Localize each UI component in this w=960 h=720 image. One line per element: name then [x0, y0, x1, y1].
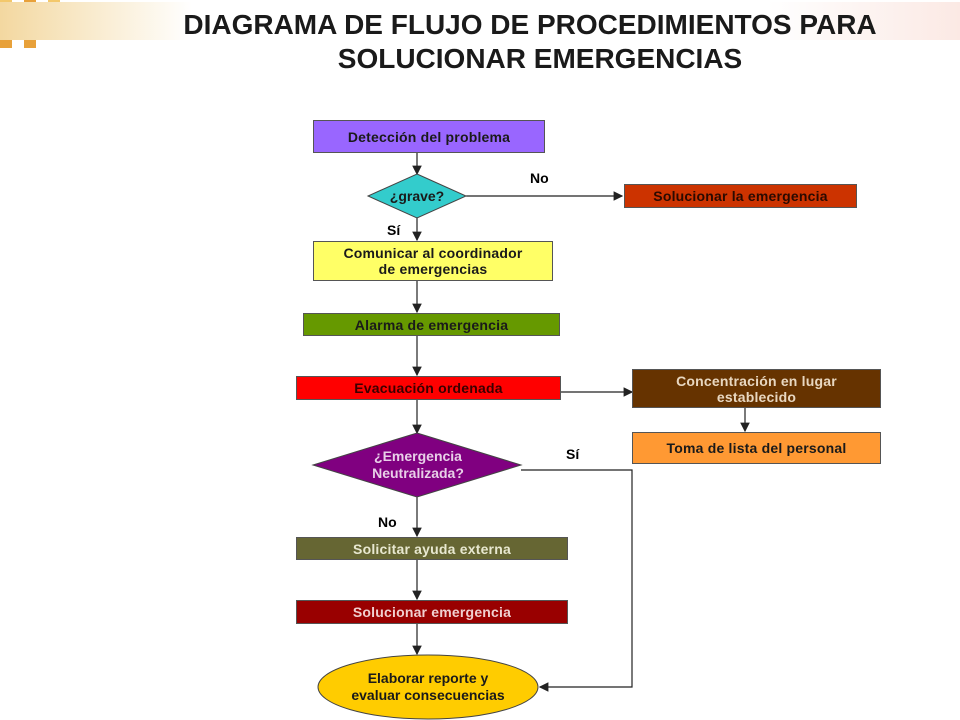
- edge-label-neutralizada-no: No: [378, 514, 397, 530]
- node-deteccion-problema: Detección del problema: [313, 120, 545, 153]
- node-comunicar-label-1: Comunicar al coordinador: [343, 245, 523, 261]
- reporte-ellipse: [317, 654, 539, 720]
- node-concentracion-lugar: Concentración en lugar establecido: [632, 369, 881, 408]
- node-solucionar-2-label: Solucionar emergencia: [352, 604, 512, 620]
- grave-diamond: [366, 173, 468, 219]
- node-reporte-label-1: Elaborar reporte y: [367, 670, 489, 686]
- edge-label-grave-si: Sí: [387, 222, 401, 238]
- node-neutralizada-label-1: ¿Emergencia: [374, 448, 462, 464]
- node-solucionar-1-label: Solucionar la emergencia: [653, 188, 828, 204]
- node-toma-lista-label: Toma de lista del personal: [666, 440, 847, 456]
- node-toma-lista-personal: Toma de lista del personal: [632, 432, 881, 464]
- node-evacuacion-ordenada: Evacuación ordenada: [296, 376, 561, 400]
- title-line-2: SOLUCIONAR EMERGENCIAS: [337, 43, 743, 74]
- node-elaborar-reporte: Elaborar reporte y evaluar consecuencias: [318, 664, 538, 710]
- node-solucionar-la-emergencia: Solucionar la emergencia: [624, 184, 857, 208]
- edge-label-grave-no: No: [530, 170, 549, 186]
- node-evacuacion-label: Evacuación ordenada: [354, 380, 503, 396]
- node-grave-label: ¿grave?: [389, 187, 445, 204]
- node-solicitar-ayuda-externa: Solicitar ayuda externa: [296, 537, 568, 560]
- edge-label-neutralizada-si: Sí: [566, 446, 580, 462]
- node-grave: ¿grave?: [368, 174, 466, 218]
- page-title: DIAGRAMA DE FLUJO DE PROCEDIMIENTOS PARA…: [110, 8, 950, 76]
- node-alarma-emergencia: Alarma de emergencia: [303, 313, 560, 336]
- node-solucionar-emergencia: Solucionar emergencia: [296, 600, 568, 624]
- node-concentracion-label-2: establecido: [716, 388, 797, 405]
- node-ayuda-label: Solicitar ayuda externa: [353, 540, 511, 557]
- edge-neutralizada-si: [521, 469, 633, 692]
- node-concentracion-label-1: Concentración en lugar: [676, 372, 837, 389]
- node-comunicar-label-2: de emergencias: [378, 261, 488, 277]
- node-comunicar-coordinador: Comunicar al coordinador de emergencias: [313, 241, 553, 281]
- title-background: [0, 2, 960, 40]
- node-reporte-label-2: evaluar consecuencias: [351, 687, 505, 703]
- node-alarma-label: Alarma de emergencia: [354, 316, 509, 333]
- title-line-1: DIAGRAMA DE FLUJO DE PROCEDIMIENTOS PARA: [183, 9, 877, 40]
- node-emergencia-neutralizada: ¿Emergencia Neutralizada?: [340, 440, 496, 490]
- node-neutralizada-label-2: Neutralizada?: [372, 465, 464, 481]
- neutralizada-diamond: [311, 432, 523, 498]
- node-deteccion-label: Detección del problema: [347, 128, 511, 145]
